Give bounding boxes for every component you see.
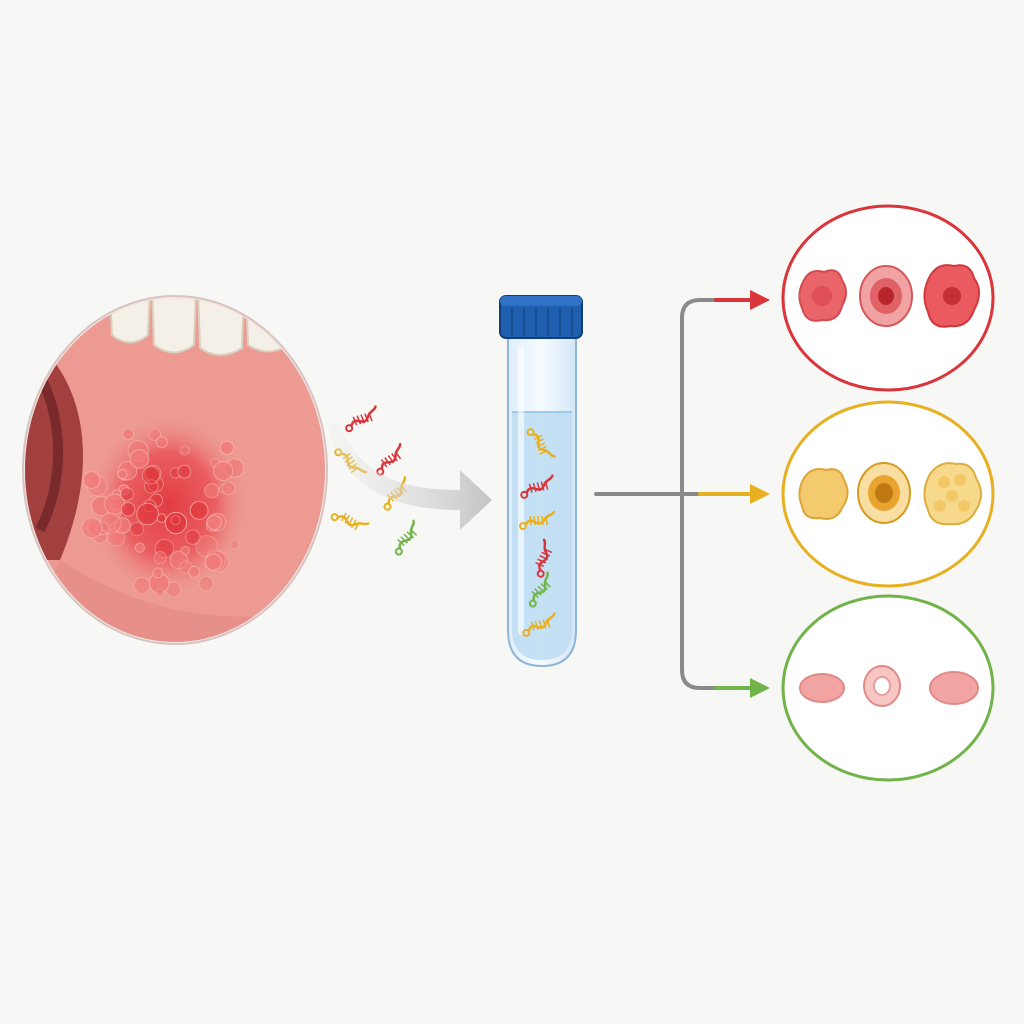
flow-arrow — [328, 420, 492, 530]
tube-rna-group — [519, 428, 556, 637]
normal-cells-icon — [799, 665, 979, 707]
rna-fragment-icon — [345, 405, 377, 433]
tube-cap — [499, 295, 583, 339]
rna-fragment-icon — [535, 538, 553, 578]
abnormal-cells-icon — [798, 264, 980, 328]
rna-fragment-icon — [394, 519, 418, 556]
lesion-patch — [81, 417, 246, 598]
outcome-high-circle — [781, 204, 995, 392]
rna-fragment-icon — [519, 510, 556, 530]
outcome-low-circle — [781, 594, 995, 782]
rna-fragment-icon — [522, 612, 556, 637]
branch-connector — [594, 298, 754, 690]
intermediate-cells-icon — [798, 462, 982, 526]
test-tube-icon — [499, 295, 583, 668]
arrow-high — [750, 290, 770, 310]
rna-fragment-icon — [526, 428, 556, 458]
rna-fragment-icon — [330, 512, 370, 531]
rna-fragment-icon — [376, 442, 402, 476]
rna-fragment-icon — [520, 474, 554, 499]
outcome-medium-circle — [781, 400, 995, 588]
rna-fragment-icon — [528, 571, 552, 608]
arrow-low — [750, 678, 770, 698]
oral-lesion-icon — [22, 295, 328, 645]
arrow-medium — [750, 484, 770, 504]
tube-liquid — [512, 412, 572, 660]
